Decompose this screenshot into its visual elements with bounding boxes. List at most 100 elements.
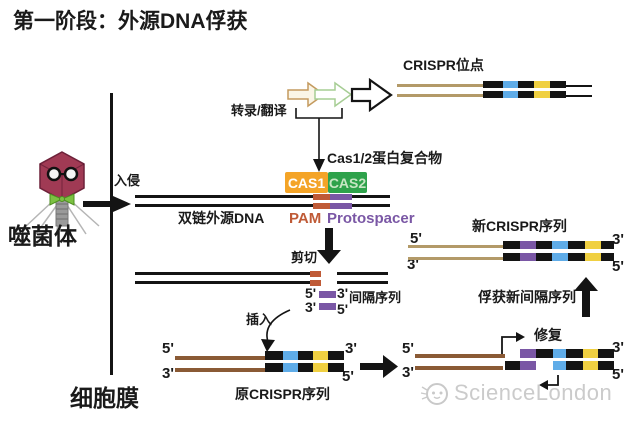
cut-dna-left-top xyxy=(135,272,311,275)
dna-block-b xyxy=(283,351,298,360)
original-crispr-label: 原CRISPR序列 xyxy=(235,386,330,402)
cut-dna-right-top xyxy=(337,272,388,275)
locus-strand-top xyxy=(397,84,485,87)
foreign-dna-strand-top xyxy=(135,195,390,198)
spacer-end-5-bottom: 5' xyxy=(337,301,349,317)
protospacer-segment-bottom xyxy=(330,202,352,209)
dna-block-p xyxy=(520,349,536,358)
dna-block-k xyxy=(265,351,283,360)
orig-end-5-bottom: 5' xyxy=(342,368,354,385)
dna-block-k xyxy=(536,349,553,358)
spacer-end-3-top: 3' xyxy=(337,285,349,301)
cut-arrow-icon xyxy=(317,228,341,264)
dna-block-p xyxy=(520,241,536,249)
repair-end-3-top: 3' xyxy=(612,339,624,356)
dna-block-y xyxy=(313,363,328,372)
orig-blocks-top xyxy=(265,351,344,360)
invasion-arrow-icon xyxy=(83,196,131,212)
dna-block-y xyxy=(583,349,598,358)
dna-block-k xyxy=(328,363,344,372)
repair-blocks-bottom xyxy=(505,361,614,370)
dna-block-b xyxy=(553,349,566,358)
pam-segment-bottom xyxy=(313,202,330,209)
new-strand-top xyxy=(408,245,505,248)
dna-block-k xyxy=(503,241,520,249)
dna-block-g xyxy=(505,349,520,358)
bracket-arrow-icon xyxy=(295,108,343,172)
dna-block-k xyxy=(265,363,283,372)
dna-block-y xyxy=(534,81,550,88)
dna-block-k xyxy=(298,363,313,372)
dna-block-k xyxy=(566,361,583,370)
locus-end-line-top xyxy=(566,84,592,87)
cut-label: 剪切 xyxy=(291,250,318,265)
orig-strand-bottom xyxy=(175,368,268,372)
repair-strand-bottom xyxy=(415,366,503,370)
dna-block-k xyxy=(566,349,583,358)
dna-block-y xyxy=(313,351,328,360)
dna-block-b xyxy=(503,91,518,98)
dna-block-k xyxy=(483,91,503,98)
step-arrow-icon xyxy=(360,355,398,378)
watermark-text: ScienceLondon xyxy=(454,380,613,405)
dna-block-y xyxy=(583,361,598,370)
dna-block-y xyxy=(534,91,550,98)
pam-segment-top xyxy=(313,193,330,200)
cas-complex-label: Cas1/2蛋白复合物 xyxy=(327,150,443,166)
insert-label: 插入 xyxy=(246,312,273,327)
protospacer-label: Protospacer xyxy=(327,210,415,227)
cell-membrane-line xyxy=(110,93,113,375)
orig-end-5-top: 5' xyxy=(162,340,174,357)
new-blocks-bottom xyxy=(503,253,614,261)
repair-end-5-bottom: 5' xyxy=(612,366,624,383)
repair-arrow-bottom-icon xyxy=(539,375,559,390)
dna-block-k xyxy=(598,349,614,358)
new-end-5-top: 5' xyxy=(410,230,422,247)
dna-block-b xyxy=(283,363,298,372)
orig-strand-top xyxy=(175,356,268,360)
dna-block-p xyxy=(520,361,536,370)
capture-new-spacer-label: 俘获新间隔序列 xyxy=(478,289,576,305)
dna-block-k xyxy=(536,253,552,261)
spacer-label: 间隔序列 xyxy=(349,290,402,305)
dna-block-p xyxy=(520,253,536,261)
repair-label: 修复 xyxy=(534,327,562,343)
dna-block-k xyxy=(568,253,585,261)
protospacer-segment-top xyxy=(330,193,352,200)
dna-block-k xyxy=(550,81,566,88)
new-blocks-top xyxy=(503,241,614,249)
dna-block-k xyxy=(568,241,585,249)
repair-strand-top xyxy=(415,354,505,358)
dna-block-k xyxy=(328,351,344,360)
foreign-dna-label: 双链外源DNA xyxy=(178,210,265,226)
crispr-locus-label: CRISPR位点 xyxy=(403,57,484,73)
locus-repeat-spacer-blocks-top xyxy=(483,81,566,88)
new-end-3-bottom: 3' xyxy=(407,256,419,273)
orig-blocks-bottom xyxy=(265,363,344,372)
orig-end-3-bottom: 3' xyxy=(162,365,174,382)
cas2-box: CAS2 xyxy=(328,172,367,193)
dna-block-k xyxy=(518,81,534,88)
new-end-5-bottom: 5' xyxy=(612,258,624,275)
dna-block-k xyxy=(550,91,566,98)
insert-curve-arrow-icon xyxy=(261,309,291,352)
dna-block-b xyxy=(552,253,568,261)
dna-block-k xyxy=(503,253,520,261)
watermark-logo-icon xyxy=(420,383,448,405)
capture-up-arrow-icon xyxy=(574,277,598,317)
phage-icon xyxy=(23,151,100,236)
locus-end-line-bottom xyxy=(566,94,592,97)
cut-pam-end-top xyxy=(310,270,321,277)
spacer-end-5-top: 5' xyxy=(305,285,317,301)
spacer-end-3-bottom: 3' xyxy=(305,299,317,315)
dna-block-k xyxy=(483,81,503,88)
dna-block-k xyxy=(536,241,552,249)
new-end-3-top: 3' xyxy=(612,231,624,248)
dna-block-k xyxy=(601,241,614,249)
dna-block-g xyxy=(536,361,553,370)
spacer-strand-top xyxy=(319,291,336,298)
transcription-label: 转录/翻译 xyxy=(231,103,287,118)
locus-strand-bottom xyxy=(397,94,485,97)
foreign-dna-strand-bottom xyxy=(135,204,390,207)
